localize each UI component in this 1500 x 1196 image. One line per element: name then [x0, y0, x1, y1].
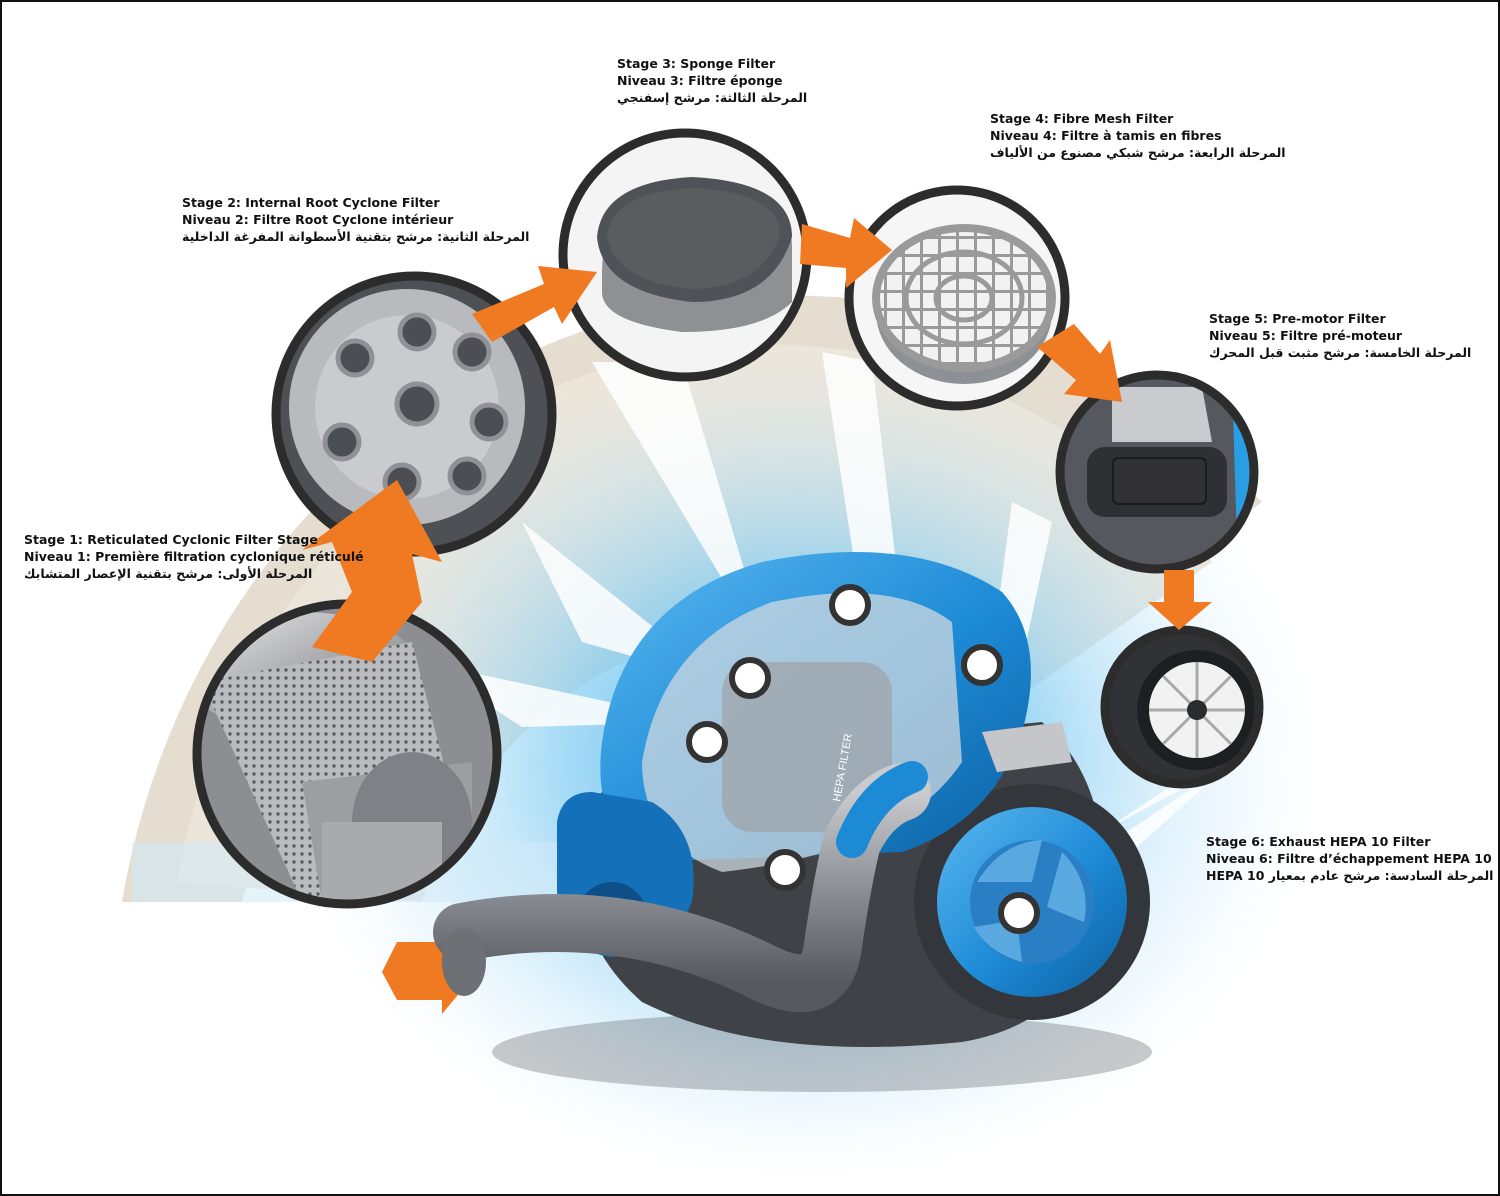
arrow-stage5-to-stage6 [1148, 570, 1212, 630]
stage-1-title-fr: Niveau 1: Première filtration cyclonique… [24, 549, 364, 564]
stage-5-title-fr: Niveau 5: Filtre pré-moteur [1209, 328, 1403, 343]
stage-5-label: Stage 5: Pre-motor Filter Niveau 5: Filt… [1209, 310, 1471, 361]
vacuum-cleaner: HEPA FILTER [433, 552, 1152, 1092]
stage-3-filter-image [558, 128, 812, 382]
marker-stage-4 [961, 644, 1003, 686]
marker-stage-2 [729, 657, 771, 699]
stage-5-filter-image [1055, 370, 1259, 574]
stage-3-title-en: Stage 3: Sponge Filter [617, 56, 776, 71]
stage-1-title-en: Stage 1: Reticulated Cyclonic Filter Sta… [24, 532, 318, 547]
stage-3-title-fr: Niveau 3: Filtre éponge [617, 73, 783, 88]
stage-3-label: Stage 3: Sponge Filter Niveau 3: Filtre … [617, 55, 807, 106]
arrow-stage3-to-stage4 [800, 218, 892, 288]
stage-2-label: Stage 2: Internal Root Cyclone Filter Ni… [182, 194, 529, 245]
arrow-stage4-to-stage5 [1037, 324, 1122, 402]
marker-stage-3 [829, 584, 871, 626]
stage-2-title-en: Stage 2: Internal Root Cyclone Filter [182, 195, 440, 210]
stage-5-title-ar: المرحلة الخامسة: مرشح مثبت قبل المحرك [1209, 345, 1472, 360]
stage-1-label: Stage 1: Reticulated Cyclonic Filter Sta… [24, 531, 364, 582]
stage-6-title-ar: المرحلة السادسة: مرشح عادم بمعيار HEPA 1… [1206, 868, 1494, 883]
stage-2-filter-image [271, 271, 557, 557]
stage-markers [686, 584, 1040, 934]
stage-3-title-ar: المرحلة الثالثة: مرشح إسفنجي [617, 90, 808, 105]
stage-6-label: Stage 6: Exhaust HEPA 10 Filter Niveau 6… [1206, 833, 1493, 884]
stage-5-title-en: Stage 5: Pre-motor Filter [1209, 311, 1386, 326]
stage-1-title-ar: المرحلة الأولى: مرشح بتقنية الإعصار المت… [24, 566, 313, 581]
stage-6-filter-image [1100, 625, 1264, 789]
stage-4-filter-image [844, 185, 1070, 411]
stage-2-title-ar: المرحلة الثانية: مرشح بتقنية الأسطوانة ا… [182, 229, 530, 244]
stage-6-title-en: Stage 6: Exhaust HEPA 10 Filter [1206, 834, 1431, 849]
stage-4-title-ar: المرحلة الرابعة: مرشح شبكي مصنوع من الأل… [990, 145, 1286, 160]
stage-6-title-fr: Niveau 6: Filtre d’échappement HEPA 10 [1206, 851, 1492, 866]
arrow-stage1-to-stage2 [302, 480, 442, 662]
stage-1-filter-image [192, 599, 502, 909]
stage-4-title-en: Stage 4: Fibre Mesh Filter [990, 111, 1174, 126]
stage-2-title-fr: Niveau 2: Filtre Root Cyclone intérieur [182, 212, 454, 227]
marker-stage-5 [764, 849, 806, 891]
marker-stage-1 [686, 721, 728, 763]
stage-4-label: Stage 4: Fibre Mesh Filter Niveau 4: Fil… [990, 110, 1286, 161]
marker-stage-6 [998, 892, 1040, 934]
stage-4-title-fr: Niveau 4: Filtre à tamis en fibres [990, 128, 1222, 143]
arrow-stage2-to-stage3 [472, 266, 597, 342]
